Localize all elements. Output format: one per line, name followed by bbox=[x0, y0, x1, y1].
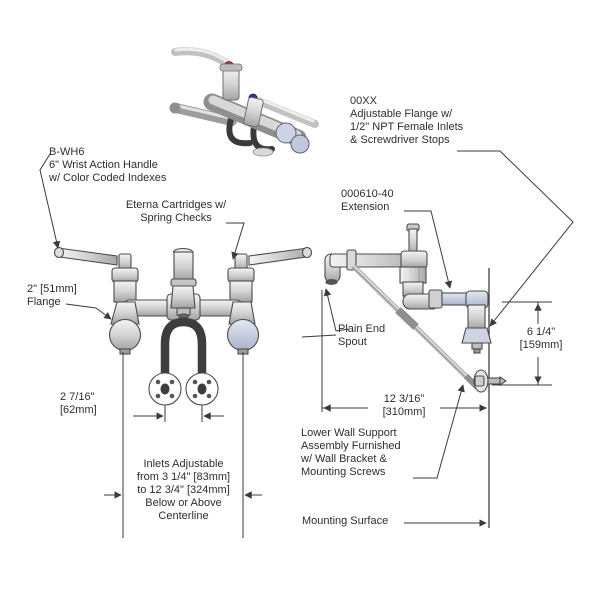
product-photo bbox=[169, 47, 319, 157]
label-plain-end-spout: Plain End Spout bbox=[338, 323, 386, 348]
label-inlets-adjustable: Inlets Adjustable from 3 1/4" [83mm] to … bbox=[136, 458, 231, 522]
leader-lines bbox=[39, 150, 574, 527]
label-lower-wall-support: Lower Wall Support Assembly Furnished w/… bbox=[301, 427, 401, 478]
dimension-inlet-spacing: 2 7/16" [62mm] bbox=[60, 391, 97, 416]
side-view bbox=[324, 223, 507, 528]
label-flange-2in: 2" [51mm] Flange bbox=[27, 283, 77, 308]
front-view bbox=[53, 246, 313, 406]
label-extension: 000610-40 Extension bbox=[341, 188, 394, 213]
dimension-spout-reach: 12 3/16" [310mm] bbox=[382, 393, 426, 418]
dimension-lines bbox=[104, 290, 552, 538]
dimension-wall-drop: 6 1/4" [159mm] bbox=[519, 326, 563, 351]
label-adjustable-flange: 00XX Adjustable Flange w/ 1/2" NPT Femal… bbox=[350, 95, 464, 146]
label-wrist-handle: B-WH6 6" Wrist Action Handle w/ Color Co… bbox=[49, 146, 167, 184]
label-mounting-surface: Mounting Surface bbox=[302, 515, 389, 527]
label-eterna-cartridges: Eterna Cartridges w/ Spring Checks bbox=[125, 199, 227, 224]
